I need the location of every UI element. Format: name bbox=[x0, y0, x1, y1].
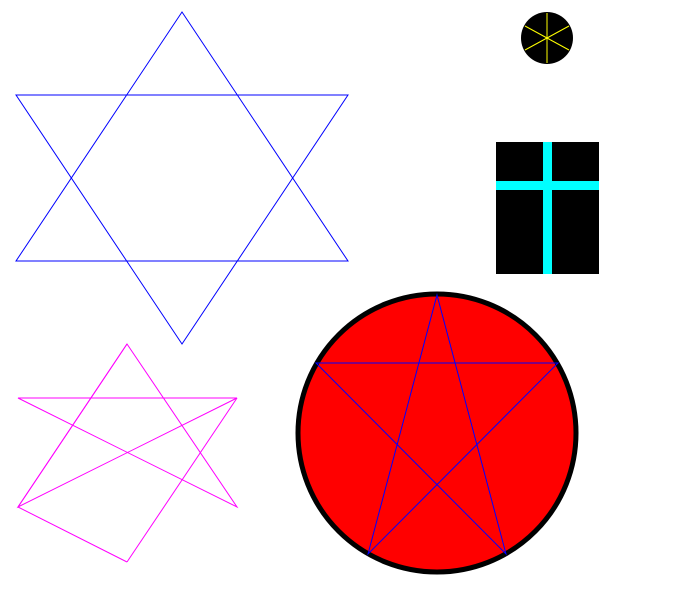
unicursal-hexagram-closing-right bbox=[126, 397, 238, 563]
pentagram-icon bbox=[295, 291, 579, 575]
cross-vertical-bar bbox=[543, 142, 552, 274]
wheel-icon bbox=[521, 12, 573, 64]
unicursal-hexagram-icon bbox=[16, 343, 239, 563]
unicursal-hexagram-closing-left bbox=[17, 506, 128, 563]
hexagram-down-triangle bbox=[15, 94, 349, 345]
pentagram-star bbox=[314, 293, 560, 556]
wheel-spoke-diagonal-2 bbox=[524, 25, 570, 51]
hexagram-icon bbox=[15, 11, 349, 345]
hexagram-up-triangle bbox=[15, 11, 349, 262]
cross-icon bbox=[496, 142, 599, 274]
unicursal-hexagram-path bbox=[16, 343, 239, 509]
unicursal-hexagram-upper-left bbox=[17, 343, 128, 508]
cross-horizontal-bar bbox=[496, 181, 599, 190]
